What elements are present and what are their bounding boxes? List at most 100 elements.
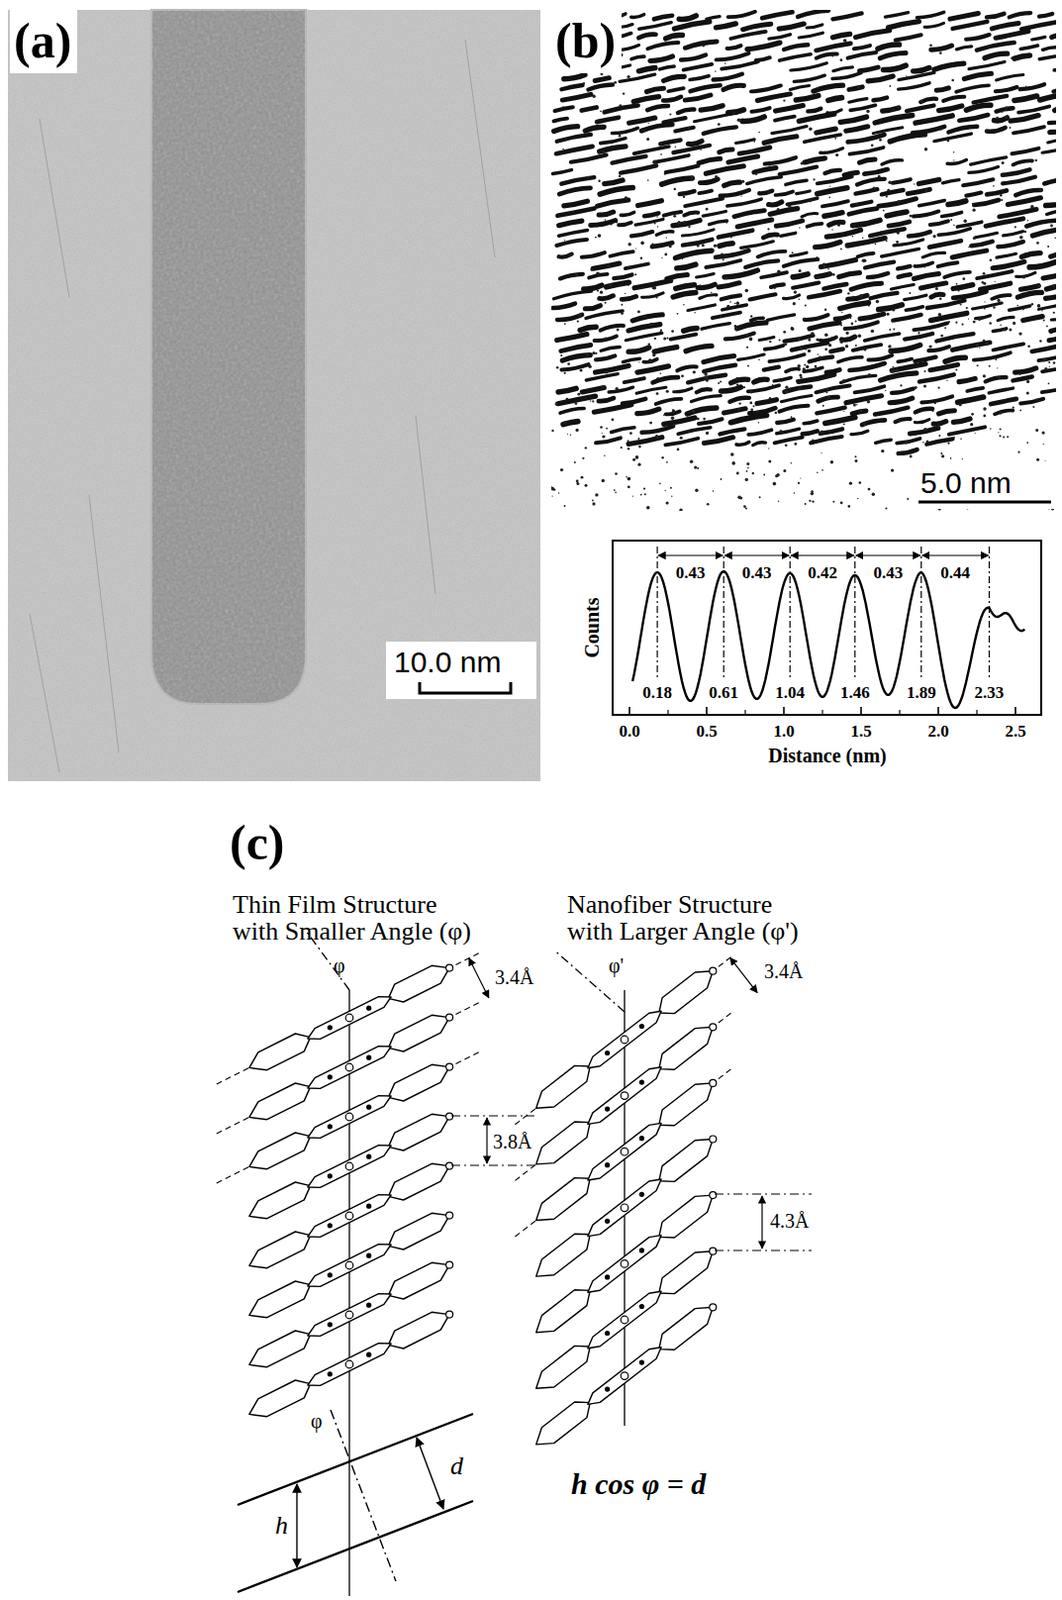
speckle	[944, 326, 947, 329]
speckle	[746, 462, 750, 466]
atom-filled	[327, 1321, 333, 1327]
fringe	[985, 377, 1007, 382]
fringe	[600, 347, 620, 352]
speckle	[677, 256, 679, 258]
fringe	[841, 336, 855, 340]
fringe	[856, 189, 878, 194]
speckle	[862, 258, 867, 263]
fringe	[742, 116, 765, 121]
speckle	[653, 286, 657, 290]
fringe	[1013, 126, 1045, 133]
fringe	[1014, 96, 1038, 101]
fringe	[757, 399, 777, 404]
speckle	[868, 487, 871, 491]
speckle	[866, 109, 869, 113]
fringe	[650, 56, 674, 62]
speckle	[643, 487, 646, 490]
fringe	[953, 285, 973, 290]
speckle	[755, 173, 758, 176]
speckle	[560, 354, 563, 357]
speckle	[830, 460, 834, 464]
speckle	[982, 339, 986, 343]
fringe	[757, 94, 790, 101]
fringe	[720, 190, 750, 196]
speckle	[1053, 361, 1057, 365]
speckle	[777, 500, 779, 502]
speckle	[591, 499, 594, 502]
fringe	[579, 326, 596, 330]
speckle	[887, 180, 892, 185]
speckle	[977, 277, 979, 279]
speckle	[789, 387, 792, 390]
fringe	[683, 64, 713, 71]
speckle	[817, 440, 820, 443]
fringe	[857, 179, 885, 186]
speckle	[829, 186, 831, 188]
speckle	[855, 459, 859, 463]
speckle	[852, 377, 855, 380]
atom-filled	[639, 1079, 645, 1085]
fringe	[769, 201, 782, 205]
spacing-arrow	[922, 554, 989, 556]
speckle	[656, 378, 658, 380]
speckle	[693, 311, 695, 313]
speckle	[620, 446, 623, 449]
fringe	[775, 105, 804, 112]
scale-bar-box	[386, 641, 537, 699]
molecule-outline	[587, 1122, 662, 1180]
speckle	[653, 160, 657, 164]
speckle	[692, 370, 696, 374]
speckle	[984, 342, 988, 346]
atom-filled	[604, 1218, 610, 1224]
speckle	[798, 269, 802, 273]
speckle	[725, 277, 729, 281]
speckle	[892, 327, 895, 330]
fringe	[776, 419, 794, 423]
spacing-arrow	[856, 554, 921, 556]
fringe	[673, 145, 710, 153]
speckle	[587, 365, 591, 369]
axis-title: Distance (nm)	[768, 744, 886, 768]
fringe	[737, 219, 773, 227]
speckle	[627, 266, 630, 269]
fringe	[825, 170, 841, 174]
fringe	[1039, 51, 1057, 59]
speckle	[965, 306, 968, 309]
angle-label: φ	[310, 1409, 323, 1433]
fringe	[728, 156, 759, 163]
speckle	[821, 469, 824, 472]
fringe	[888, 221, 910, 226]
speckle	[960, 303, 963, 306]
speckle	[725, 221, 728, 224]
fringe	[895, 34, 922, 40]
fringe	[739, 147, 771, 154]
fringe	[1050, 126, 1057, 133]
fringe	[1046, 282, 1057, 290]
speckle	[1019, 235, 1024, 240]
fringe	[845, 321, 878, 329]
speckle	[586, 176, 590, 180]
scale-bar	[419, 681, 511, 693]
speckle	[1042, 358, 1047, 363]
speckle	[840, 324, 843, 327]
speckle	[719, 315, 722, 318]
speckle	[753, 404, 756, 407]
hrtem-background	[551, 9, 1057, 511]
atom-open	[709, 1078, 717, 1086]
speckle	[763, 474, 766, 477]
molecule-outline	[249, 1132, 311, 1169]
speckle	[870, 143, 874, 147]
fringe	[718, 283, 740, 288]
speckle	[572, 210, 575, 213]
fringe	[791, 342, 828, 350]
fringe	[801, 212, 818, 216]
speckle	[736, 301, 740, 305]
molecule-outline	[249, 1280, 311, 1318]
speckle	[1030, 204, 1035, 209]
speckle	[807, 349, 811, 353]
fringe	[996, 107, 1014, 111]
fringe	[743, 23, 772, 30]
molecule-outline	[659, 1306, 714, 1350]
speckle	[620, 311, 624, 315]
fringe	[848, 52, 877, 59]
